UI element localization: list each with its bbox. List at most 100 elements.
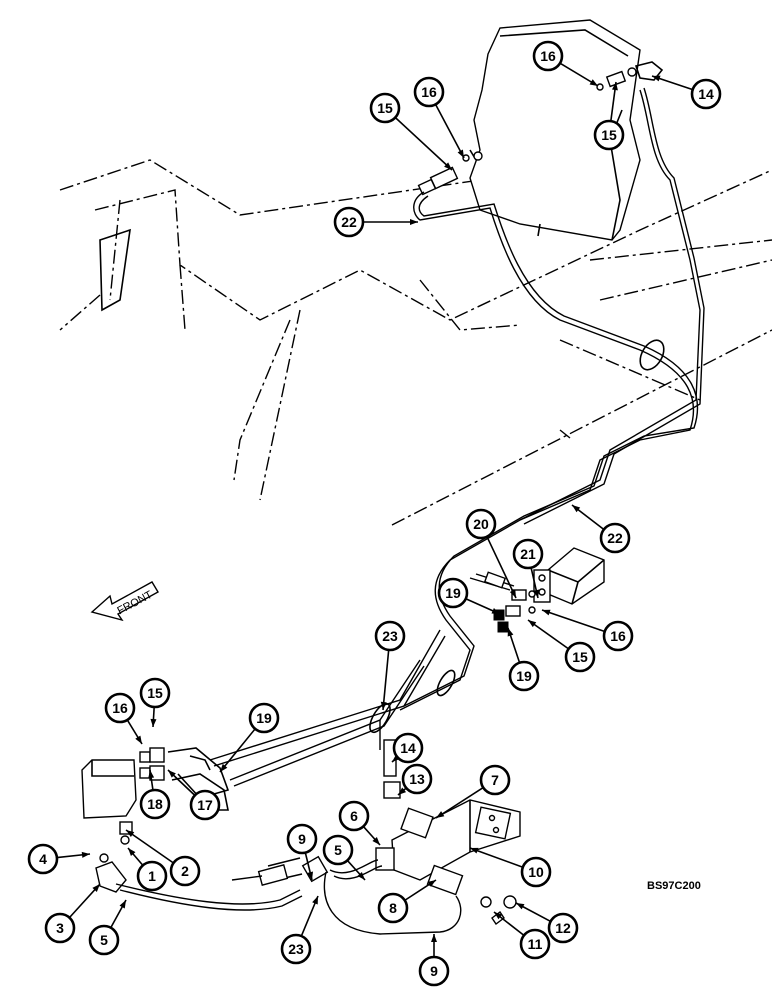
callout-circle bbox=[690, 78, 722, 110]
leader-arrowhead-6 bbox=[372, 837, 380, 845]
callout-1: 1 bbox=[136, 860, 168, 892]
callout-circle bbox=[401, 763, 433, 795]
leader-lines bbox=[56, 62, 693, 957]
callout-9: 9 bbox=[286, 823, 318, 855]
callout-circle bbox=[169, 855, 201, 887]
callout-7: 7 bbox=[479, 764, 511, 796]
callout-12: 12 bbox=[547, 912, 579, 944]
leader-line-23 bbox=[382, 649, 390, 711]
callout-4: 4 bbox=[27, 843, 59, 875]
leader-arrowhead-14 bbox=[392, 754, 400, 762]
solenoid-fittings bbox=[483, 571, 536, 633]
leader-arrowhead-23 bbox=[380, 701, 387, 710]
callout-circle bbox=[338, 800, 370, 832]
callout-number: 23 bbox=[382, 628, 398, 644]
callout-number: 18 bbox=[147, 796, 163, 812]
leader-arrowhead-15 bbox=[444, 162, 452, 170]
leader-arrowhead-5 bbox=[119, 900, 126, 909]
callout-5: 5 bbox=[88, 924, 120, 956]
callout-number: 19 bbox=[516, 668, 532, 684]
callout-number: 15 bbox=[147, 685, 163, 701]
leader-line-10 bbox=[469, 847, 524, 868]
callout-23: 23 bbox=[280, 933, 312, 965]
callout-number: 10 bbox=[528, 864, 544, 880]
leader-line-15 bbox=[527, 619, 570, 650]
leader-arrowhead-19 bbox=[507, 628, 514, 637]
callout-circle bbox=[136, 860, 168, 892]
callout-circle bbox=[286, 823, 318, 855]
leader-line-20 bbox=[486, 536, 517, 599]
callout-circle bbox=[547, 912, 579, 944]
callout-circle bbox=[520, 856, 552, 888]
callout-14: 14 bbox=[392, 732, 424, 764]
callout-number: 23 bbox=[288, 941, 304, 957]
callout-circle bbox=[369, 92, 401, 124]
callout-circle bbox=[322, 834, 354, 866]
control-valve-body bbox=[469, 19, 641, 241]
callout-14: 14 bbox=[690, 78, 722, 110]
callout-circle bbox=[27, 843, 59, 875]
leader-arrowhead-21 bbox=[533, 589, 540, 598]
leader-arrowhead-16 bbox=[589, 79, 598, 86]
callout-20: 20 bbox=[465, 508, 497, 540]
callout-number: 17 bbox=[197, 797, 213, 813]
leader-arrowhead-16 bbox=[135, 735, 142, 744]
callout-circle bbox=[104, 692, 136, 724]
callout-number: 15 bbox=[572, 649, 588, 665]
callout-19: 19 bbox=[437, 577, 469, 609]
leader-arrowhead-16 bbox=[542, 609, 551, 616]
leader-line-16 bbox=[541, 609, 606, 633]
callout-number: 16 bbox=[610, 628, 626, 644]
callout-number: 9 bbox=[430, 963, 438, 979]
callout-circle bbox=[519, 928, 551, 960]
callout-circle bbox=[374, 620, 406, 652]
callout-number: 5 bbox=[334, 842, 342, 858]
callout-16: 16 bbox=[532, 40, 564, 72]
leader-arrowhead-19 bbox=[491, 607, 500, 614]
leader-arrowhead-2 bbox=[126, 830, 135, 838]
callout-number: 6 bbox=[350, 808, 358, 824]
callout-circle bbox=[465, 508, 497, 540]
leader-arrowhead-8 bbox=[427, 880, 436, 887]
callout-number: 21 bbox=[520, 546, 536, 562]
leader-arrowhead-15 bbox=[528, 620, 537, 628]
callout-circle bbox=[599, 522, 631, 554]
leader-line-7 bbox=[435, 786, 484, 819]
leader-arrowhead-10 bbox=[470, 847, 479, 854]
callout-number: 16 bbox=[112, 700, 128, 716]
leader-arrowhead-3 bbox=[92, 884, 100, 892]
callout-number: 11 bbox=[528, 936, 543, 952]
callout-10: 10 bbox=[520, 856, 552, 888]
callout-16: 16 bbox=[104, 692, 136, 724]
callout-15: 15 bbox=[369, 92, 401, 124]
callout-2: 2 bbox=[169, 855, 201, 887]
machine-frame-outline bbox=[59, 159, 772, 526]
callout-18: 18 bbox=[139, 788, 171, 820]
leader-arrowhead-20 bbox=[509, 589, 516, 598]
callout-17: 17 bbox=[189, 789, 221, 821]
leader-arrowhead-22 bbox=[410, 219, 418, 225]
leader-arrowhead-15 bbox=[611, 82, 618, 91]
callout-21: 21 bbox=[512, 538, 544, 570]
callout-number: 16 bbox=[421, 84, 437, 100]
leader-arrowhead-11 bbox=[494, 912, 503, 920]
callout-number: 15 bbox=[377, 100, 393, 116]
callout-circle bbox=[88, 924, 120, 956]
callout-number: 15 bbox=[601, 127, 617, 143]
callout-number: 14 bbox=[698, 86, 714, 102]
leader-arrowhead-5 bbox=[357, 872, 365, 880]
leader-arrowhead-23 bbox=[312, 896, 318, 905]
callout-number: 19 bbox=[256, 710, 272, 726]
callout-number: 22 bbox=[607, 530, 623, 546]
callout-number: 1 bbox=[148, 868, 156, 884]
leader-arrowhead-9 bbox=[431, 934, 437, 942]
callout-8: 8 bbox=[377, 892, 409, 924]
callout-number: 19 bbox=[445, 585, 461, 601]
callout-15: 15 bbox=[139, 677, 171, 709]
leader-arrowhead-13 bbox=[398, 787, 407, 795]
leader-arrowhead-19 bbox=[220, 763, 228, 772]
callout-circle bbox=[602, 620, 634, 652]
callout-number: 14 bbox=[400, 740, 416, 756]
